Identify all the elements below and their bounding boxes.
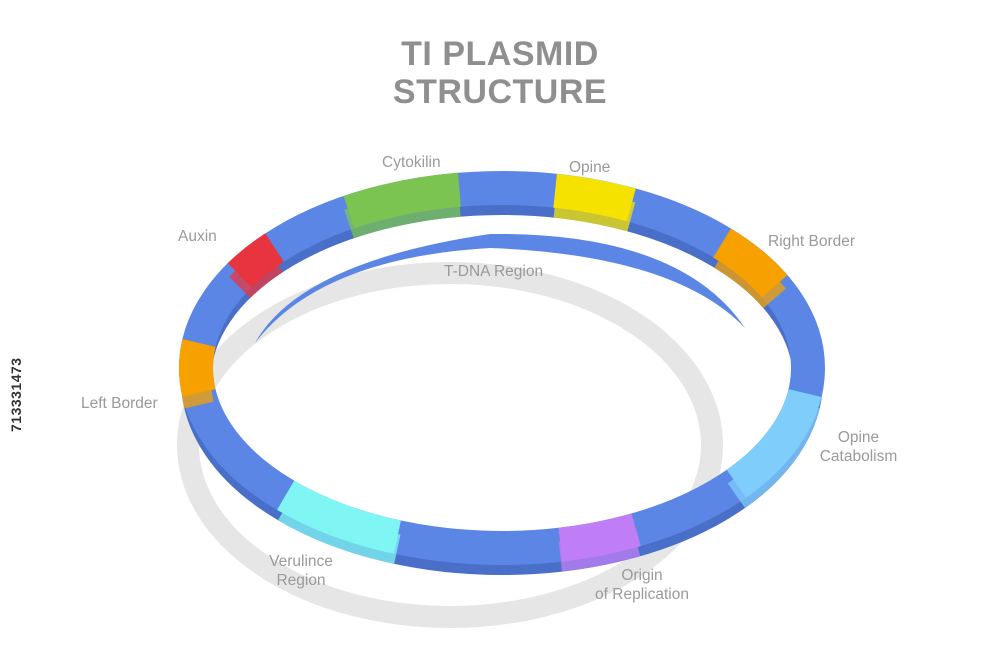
tdna-arc xyxy=(255,233,745,343)
label-verulince-line2: Region xyxy=(276,572,326,589)
label-cytokilin: Cytokilin xyxy=(382,154,441,171)
segment-auxin xyxy=(227,233,285,288)
title-line-1: TI PLASMID xyxy=(401,35,599,73)
label-verulince-region: Verulince Region xyxy=(256,552,346,590)
label-opine: Opine xyxy=(569,159,611,176)
label-opine-catabolism-line2: Catabolism xyxy=(819,448,898,465)
label-origin-of-replication: Origin of Replication xyxy=(580,566,704,604)
segment-origin xyxy=(558,513,641,562)
segment-cytokilin xyxy=(343,172,461,229)
segment-left-border xyxy=(179,339,216,397)
label-origin-line1: Origin xyxy=(621,567,663,584)
segment-opine xyxy=(553,173,636,222)
label-tdna-region: T-DNA Region xyxy=(444,263,544,280)
label-verulince-line1: Verulince xyxy=(269,553,333,570)
segment-verulince xyxy=(277,480,402,554)
label-auxin: Auxin xyxy=(178,228,217,245)
label-right-border: Right Border xyxy=(768,233,856,250)
title-line-2: STRUCTURE xyxy=(392,73,608,111)
label-opine-catabolism: Opine Catabolism xyxy=(806,428,911,466)
segment-right-border xyxy=(713,228,788,298)
ring-segments xyxy=(179,172,822,572)
label-opine-catabolism-line1: Opine xyxy=(837,429,880,446)
stock-id: 713331473 xyxy=(8,357,24,432)
label-left-border: Left Border xyxy=(81,395,158,412)
ring-shadow xyxy=(177,262,723,628)
segment-opine-catabolism xyxy=(726,388,822,498)
label-origin-line2: of Replication xyxy=(595,586,689,603)
